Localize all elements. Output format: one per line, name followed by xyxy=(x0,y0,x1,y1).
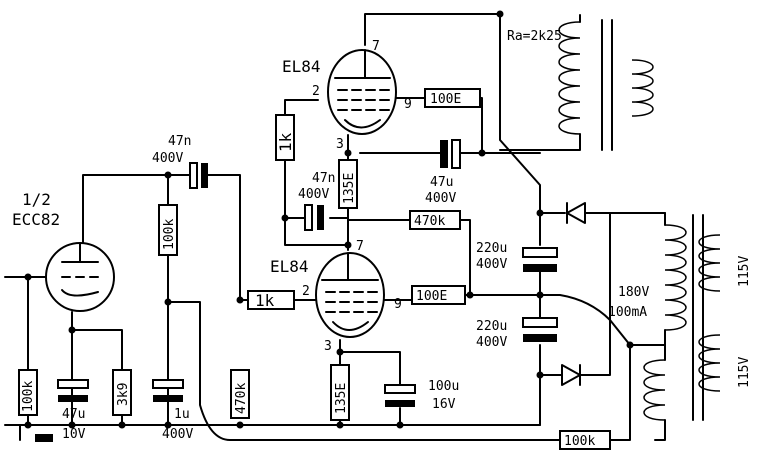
capacitor-filter-1 xyxy=(522,247,558,272)
el84-bottom-tube xyxy=(315,252,385,338)
capacitor-top-couple-voltage: 400V xyxy=(298,187,329,202)
capacitor-bottom-cathode xyxy=(384,384,416,407)
svg-text:1k: 1k xyxy=(276,132,295,152)
capacitor-bottom-cathode-value: 100u xyxy=(428,379,459,394)
diode-upper xyxy=(566,202,586,224)
junctions xyxy=(24,10,634,429)
ecc82-label-2: ECC82 xyxy=(12,210,60,229)
el84-bottom-pin-g2: 9 xyxy=(394,297,402,312)
el84-bottom-pin-anode: 7 xyxy=(356,239,364,254)
power-transformer-primary-1: 115V xyxy=(737,256,752,287)
svg-text:100k: 100k xyxy=(564,434,595,449)
capacitor-couple-voltage: 400V xyxy=(152,151,183,166)
ecc82-label-1: 1/2 xyxy=(22,190,51,209)
power-transformer xyxy=(643,214,721,421)
wires xyxy=(4,13,666,441)
ecc82-tube xyxy=(45,242,115,312)
el84-top-pin-anode: 7 xyxy=(372,39,380,54)
capacitor-filter-2-value: 220u xyxy=(476,319,507,334)
svg-text:100E: 100E xyxy=(416,289,447,304)
el84-top-pin-g1: 2 xyxy=(312,84,320,99)
capacitor-filter-2-voltage: 400V xyxy=(476,335,507,350)
svg-text:100k: 100k xyxy=(162,219,177,250)
capacitor-decouple-voltage: 400V xyxy=(162,427,193,442)
output-transformer-label: Ra=2k25 xyxy=(507,29,562,44)
capacitor-ecc82-cathode-voltage: 10V xyxy=(62,427,86,442)
resistor-ecc82-anode: 100k xyxy=(158,204,178,256)
power-transformer-primary-2: 115V xyxy=(737,357,752,388)
capacitor-top-cathode xyxy=(440,139,461,169)
resistor-top-cathode: 135E xyxy=(338,159,358,209)
resistor-bleed: 100k xyxy=(559,430,611,450)
capacitor-filter-1-value: 220u xyxy=(476,241,507,256)
resistor-top-screen: 100E xyxy=(424,88,481,108)
capacitor-top-cathode-value: 47u xyxy=(430,175,453,190)
ground-symbol xyxy=(35,434,53,442)
resistor-bottom-screen: 100E xyxy=(411,285,466,305)
resistor-el84-grid: 470k xyxy=(230,369,250,419)
svg-text:100E: 100E xyxy=(430,92,461,107)
svg-text:1k: 1k xyxy=(255,291,275,310)
svg-text:470k: 470k xyxy=(414,214,445,229)
svg-text:100k: 100k xyxy=(21,381,36,412)
capacitor-top-couple-value: 47n xyxy=(312,171,335,186)
resistor-phase: 470k xyxy=(409,210,461,230)
capacitor-ecc82-cathode xyxy=(57,379,89,402)
el84-top-name: EL84 xyxy=(282,57,321,76)
power-transformer-current: 100mA xyxy=(608,305,647,320)
resistor-top-feedback: 1k xyxy=(275,114,295,161)
el84-bottom-pin-g1: 2 xyxy=(302,284,310,299)
capacitor-couple xyxy=(189,162,208,189)
output-transformer xyxy=(499,14,654,151)
capacitor-couple-value: 47n xyxy=(168,134,191,149)
capacitor-filter-2 xyxy=(522,317,558,342)
power-transformer-secondary: 180V xyxy=(618,285,649,300)
capacitor-bottom-cathode-voltage: 16V xyxy=(432,397,456,412)
el84-top-pin-cathode: 3 xyxy=(336,137,344,152)
resistor-ecc82-cathode: 3k9 xyxy=(112,369,132,416)
capacitor-top-cathode-voltage: 400V xyxy=(425,191,456,206)
el84-bottom-name: EL84 xyxy=(270,257,309,276)
svg-text:3k9: 3k9 xyxy=(116,383,131,406)
capacitor-ecc82-cathode-value: 47u xyxy=(62,407,85,422)
capacitor-top-couple xyxy=(304,204,324,231)
capacitor-filter-1-voltage: 400V xyxy=(476,257,507,272)
svg-text:135E: 135E xyxy=(334,383,349,414)
svg-text:135E: 135E xyxy=(342,173,357,204)
resistor-bottom-cathode: 135E xyxy=(330,364,350,421)
capacitor-decouple-value: 1u xyxy=(174,407,190,422)
el84-top-tube xyxy=(327,49,397,135)
svg-text:470k: 470k xyxy=(234,383,249,414)
capacitor-decouple xyxy=(152,379,184,402)
diode-lower xyxy=(561,364,581,386)
el84-bottom-pin-cathode: 3 xyxy=(324,339,332,354)
resistor-ecc82-grid: 100k xyxy=(18,369,38,416)
resistor-grid-stopper: 1k xyxy=(247,290,295,310)
el84-top-pin-g2: 9 xyxy=(404,97,412,112)
